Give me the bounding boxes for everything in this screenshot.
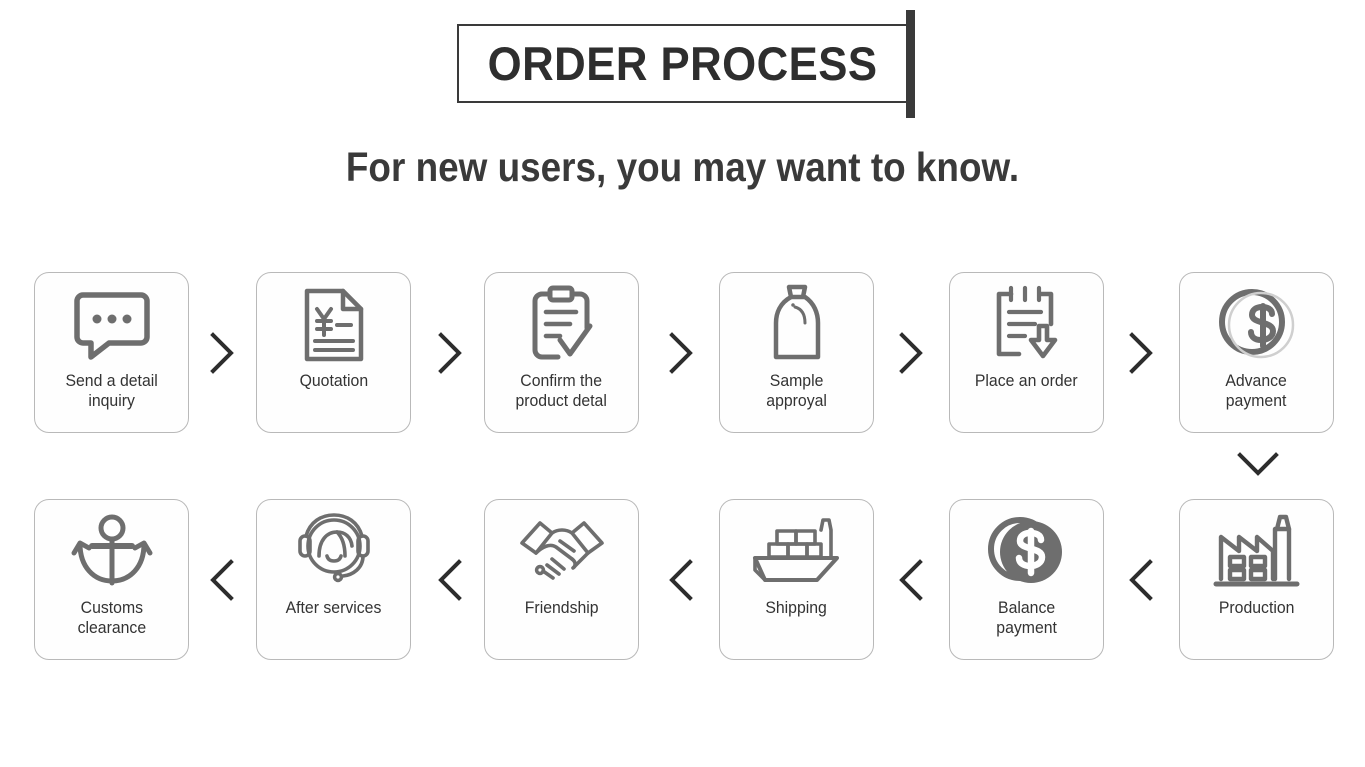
step-label: After services xyxy=(285,598,382,617)
chevron-left-icon-4 xyxy=(433,557,467,603)
step-label: Confirm the product detal xyxy=(515,371,608,410)
step-card-shipping[interactable]: Shipping xyxy=(719,499,874,660)
chevron-right-icon-2 xyxy=(433,330,467,376)
step-card-friendship[interactable]: Friendship xyxy=(484,499,639,660)
page-subtitle: For new users, you may want to know. xyxy=(345,144,1020,190)
title-frame: ORDER PROCESS xyxy=(457,24,909,103)
anchor-icon xyxy=(64,506,160,598)
document-yen-icon xyxy=(301,279,367,371)
chevron-left-icon-5 xyxy=(205,557,239,603)
step-card-production[interactable]: Production xyxy=(1179,499,1334,660)
step-label: Advance payment xyxy=(1225,371,1288,410)
step-label: Sample approyal xyxy=(766,371,827,410)
coin-dollar-outline-icon xyxy=(1214,279,1300,371)
chevron-left-icon-3 xyxy=(664,557,698,603)
chevron-down-icon xyxy=(1235,447,1281,481)
step-card-after-services[interactable]: After services xyxy=(256,499,411,660)
chevron-right-icon-4 xyxy=(894,330,928,376)
step-card-balance-payment[interactable]: Balance payment xyxy=(949,499,1104,660)
step-label: Shipping xyxy=(765,598,828,617)
handshake-icon xyxy=(516,506,608,598)
step-card-confirm-the-product-detal[interactable]: Confirm the product detal xyxy=(484,272,639,433)
step-card-advance-payment[interactable]: Advance payment xyxy=(1179,272,1334,433)
chevron-right-icon-1 xyxy=(205,330,239,376)
clipboard-check-icon xyxy=(526,279,598,371)
chevron-right-icon-3 xyxy=(664,330,698,376)
cargo-ship-icon xyxy=(749,506,845,598)
step-label: Customs clearance xyxy=(77,598,146,637)
title-accent-bar xyxy=(906,10,915,118)
step-label: Place an order xyxy=(975,371,1078,390)
speech-bubble-icon xyxy=(69,279,155,371)
step-label: Production xyxy=(1218,598,1295,617)
step-card-place-an-order[interactable]: Place an order xyxy=(949,272,1104,433)
chevron-right-icon-5 xyxy=(1124,330,1158,376)
step-label: Quotation xyxy=(299,371,368,390)
page-title: ORDER PROCESS xyxy=(488,37,878,90)
sample-bottle-icon xyxy=(766,279,828,371)
chevron-left-icon-2 xyxy=(894,557,928,603)
order-download-icon xyxy=(989,279,1065,371)
step-label: Friendship xyxy=(524,598,599,617)
step-label: Send a detail inquiry xyxy=(65,371,158,410)
step-card-customs-clearance[interactable]: Customs clearance xyxy=(34,499,189,660)
chevron-left-icon-1 xyxy=(1124,557,1158,603)
step-card-send-a-detail-inquiry[interactable]: Send a detail inquiry xyxy=(34,272,189,433)
step-label: Balance payment xyxy=(996,598,1057,637)
coin-dollar-filled-icon xyxy=(984,506,1070,598)
factory-icon xyxy=(1213,506,1301,598)
step-card-sample-approyal[interactable]: Sample approyal xyxy=(719,272,874,433)
step-card-quotation[interactable]: Quotation xyxy=(256,272,411,433)
headset-support-icon xyxy=(293,506,375,598)
